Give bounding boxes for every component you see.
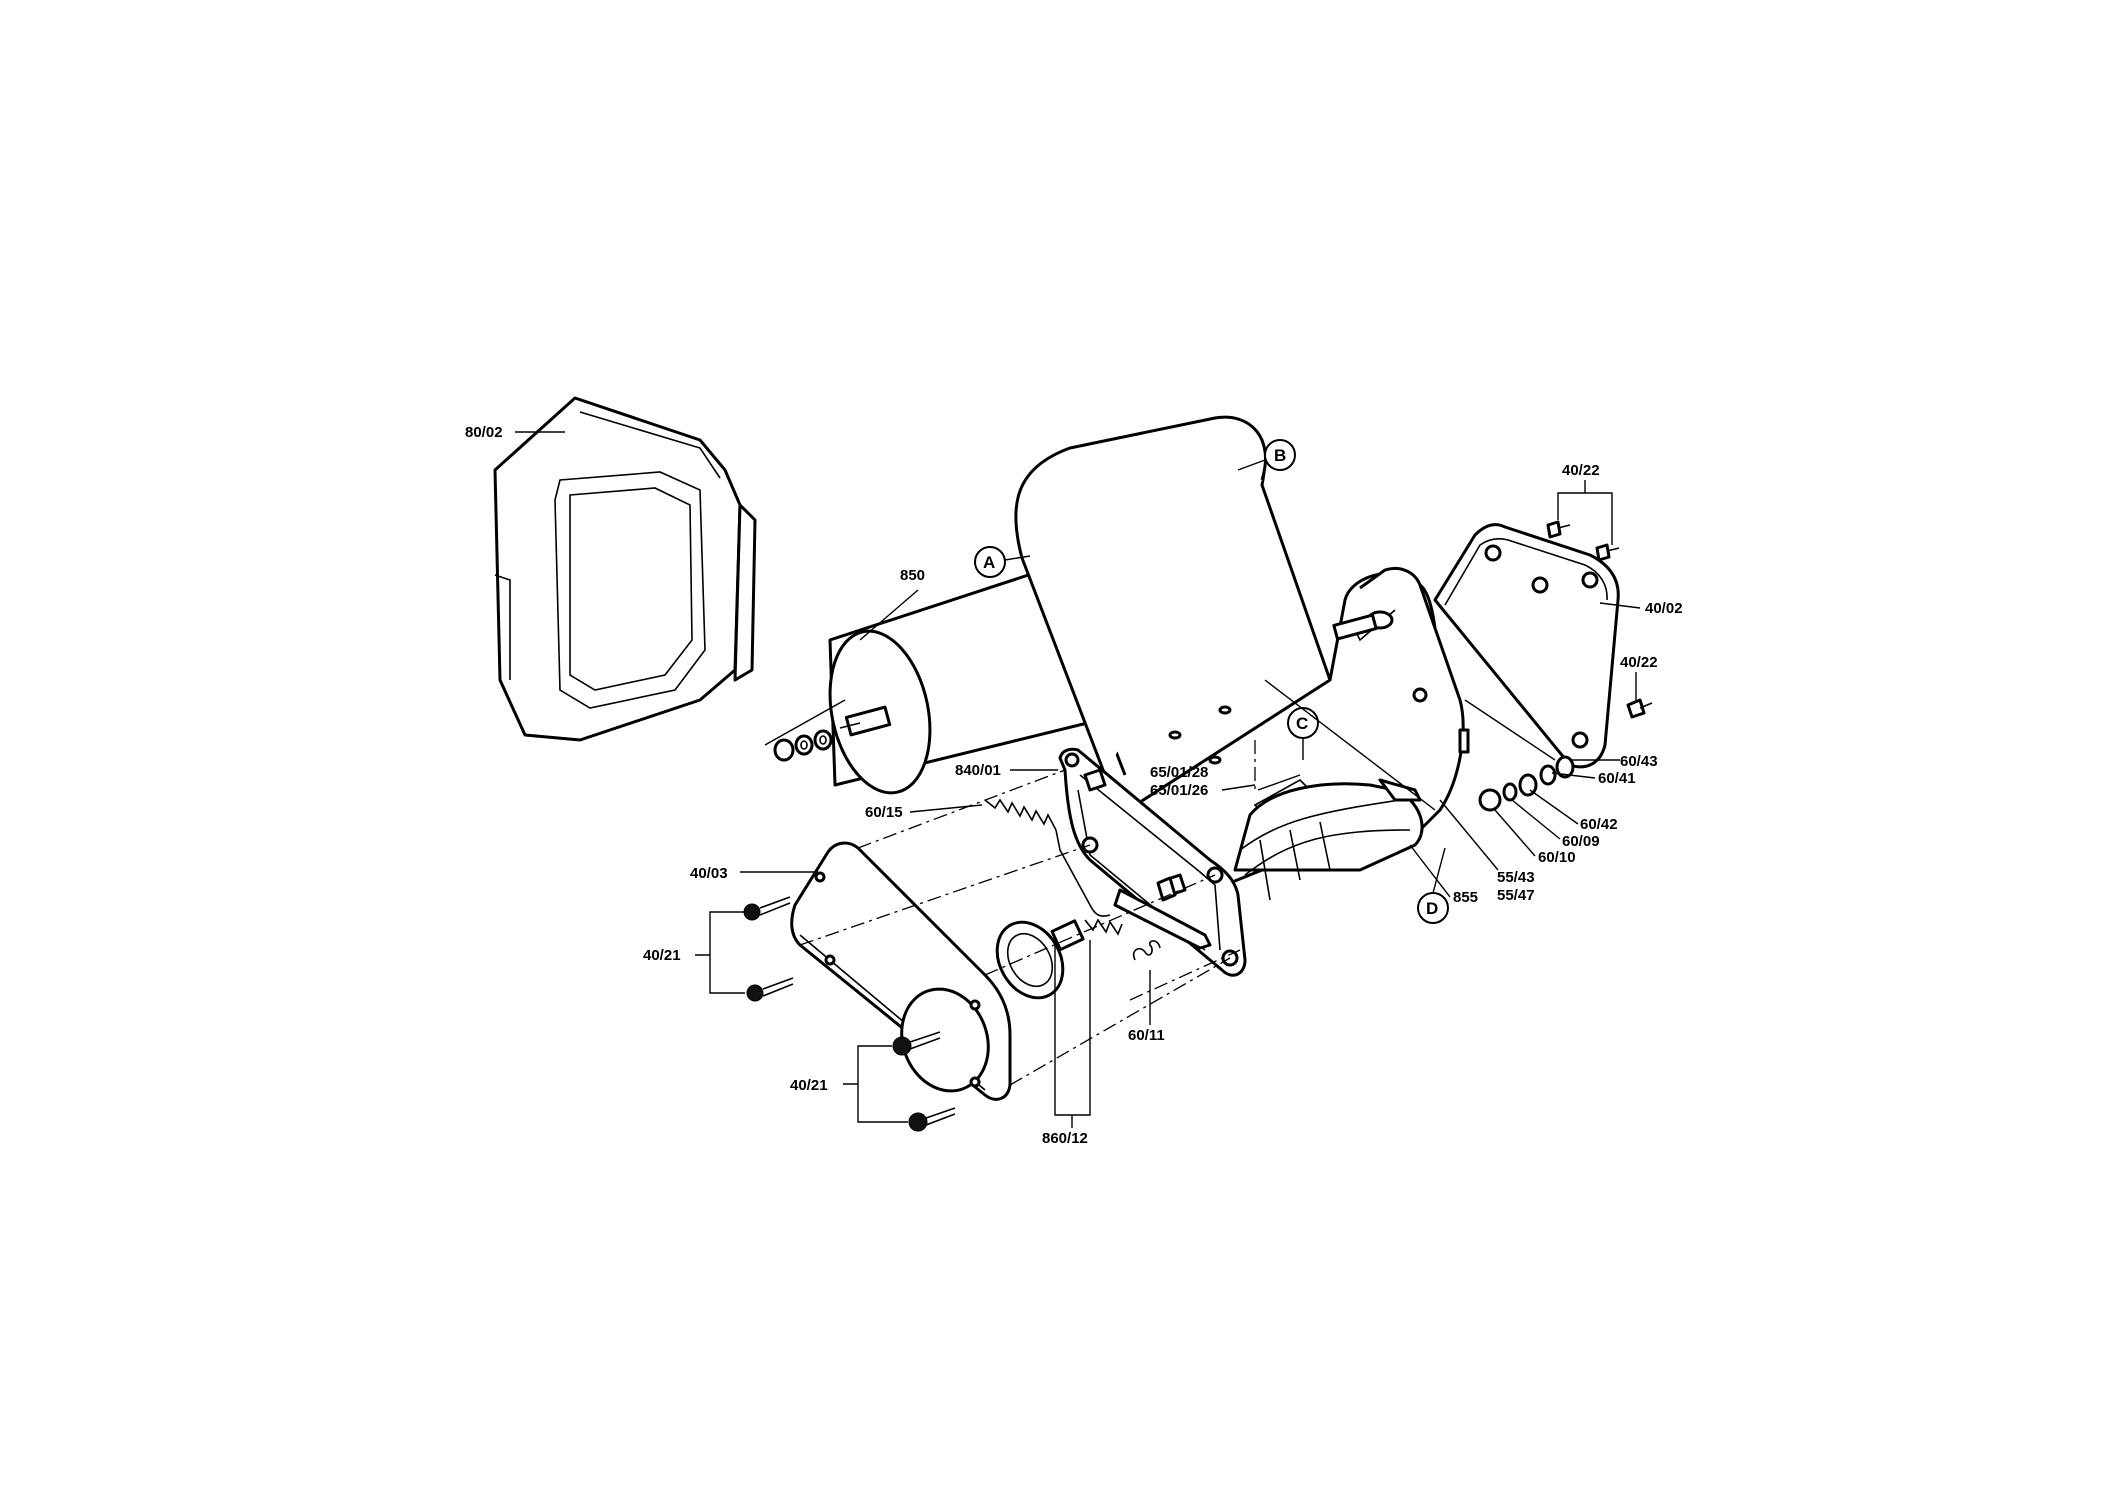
callout-d: D [1426,899,1438,918]
label-washer-10: 60/10 [1538,849,1576,866]
leader-side-plate [1599,602,1641,609]
leader-6528 [1221,784,1256,791]
label-screw-top: 40/22 [1562,462,1600,479]
screws-left-lower [892,1031,956,1132]
label-side-plate-right: 40/02 [1645,600,1683,617]
leader-5543 [1439,799,1499,871]
leader-6009 [1511,799,1561,840]
label-screw-right: 40/22 [1620,654,1658,671]
leader-spring-15 [909,804,983,813]
callout-b-circle [1264,439,1296,471]
label-screw-6526: 65/01/26 [1150,782,1208,799]
leader-b [1237,459,1266,471]
right-washers [1478,755,1575,812]
spring-6011-part [1132,940,1161,961]
leader-6042 [1529,789,1579,825]
label-washer-09: 60/09 [1562,833,1600,850]
label-side-cover-left: 40/03 [690,865,728,882]
bracket-screws-left-lower [843,1045,908,1123]
right-side-plate-part [1433,523,1620,769]
bracket-wheel-set [1054,940,1091,1128]
connector-right-1 [1464,699,1556,761]
bracket-screw-top [1557,480,1613,545]
label-spring-11: 60/11 [1128,1027,1165,1044]
spring-6015-part [984,798,1111,917]
leader-6010 [1494,809,1536,857]
leader-6041 [1551,772,1596,779]
callout-a: A [983,553,995,572]
left-side-cover-part [790,841,1012,1101]
connector-right-2 [1264,679,1436,811]
callout-c: C [1296,714,1308,733]
leader-a [1004,555,1031,561]
label-spring-15: 60/15 [865,804,903,821]
label-washer-43: 60/43 [1620,753,1658,770]
label-screws-left-lower: 40/21 [790,1077,828,1094]
label-washer-41: 60/41 [1598,770,1636,787]
callout-b: B [1274,446,1286,465]
callout-a-circle [974,546,1006,578]
bracket-screws-left-upper [695,911,745,994]
label-roller: 850 [900,567,925,584]
leader-d [1432,847,1446,894]
frame-plate-part [1058,747,1247,977]
grass-cover-part [493,396,757,742]
roller-washers [773,729,833,762]
label-washer-42: 60/42 [1580,816,1618,833]
label-frame: 840/01 [955,762,1001,779]
label-part-5543: 55/43 [1497,869,1535,886]
label-cylinder: 855 [1453,889,1478,906]
label-part-5547: 55/47 [1497,887,1535,904]
leader-cylinder [1409,844,1451,898]
screws-top [1546,520,1620,562]
cutting-cylinder-part [1233,778,1424,901]
label-screws-left-upper: 40/21 [643,947,681,964]
label-screw-6528: 65/01/28 [1150,764,1208,781]
label-cover: 80/02 [465,424,503,441]
alignment-lines [799,769,1241,1086]
screw-right [1626,698,1653,719]
screws-left-upper [743,896,794,1002]
label-wheel-set: 860/12 [1042,1130,1088,1147]
leader-6526 [1257,774,1301,791]
handle-bar-part [1014,415,1332,776]
leader-roller-axle [764,699,846,746]
leader-roller [859,589,919,641]
